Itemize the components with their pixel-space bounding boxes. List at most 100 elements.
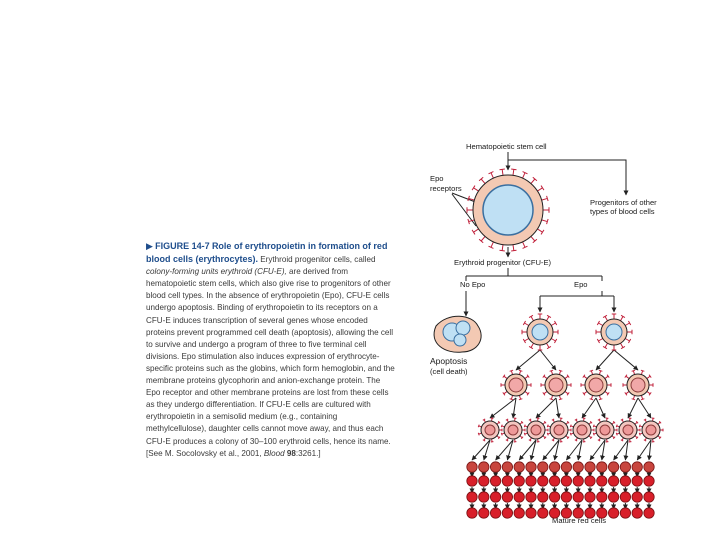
epo-receptor bbox=[537, 228, 543, 233]
epo-receptor-tip bbox=[596, 320, 600, 326]
other-progenitors-label-2: types of blood cells bbox=[590, 207, 655, 216]
mature-red-cell bbox=[584, 491, 596, 503]
epo-receptor-tip bbox=[500, 432, 503, 436]
division-arrow bbox=[555, 397, 561, 419]
epo-receptor bbox=[604, 391, 609, 395]
mature-red-cell bbox=[478, 475, 490, 487]
epo-receptor-tip bbox=[528, 439, 532, 442]
epo-receptor-tip bbox=[522, 338, 526, 344]
epo-receptor bbox=[501, 244, 504, 251]
epo-receptor-tip bbox=[497, 420, 501, 424]
epo-receptor bbox=[537, 418, 539, 422]
reticulocyte bbox=[596, 461, 608, 473]
epo-receptor-tip bbox=[574, 439, 578, 442]
division-arrow bbox=[566, 439, 583, 461]
epo-receptor-tip bbox=[478, 176, 484, 182]
epo-receptor-tip bbox=[589, 398, 594, 401]
epo-receptor-tip bbox=[497, 436, 501, 440]
epo-receptor bbox=[524, 375, 529, 379]
epo-receptor bbox=[530, 236, 536, 242]
division-arrow bbox=[518, 439, 537, 461]
division-arrow bbox=[542, 439, 560, 461]
division-arrow bbox=[471, 439, 491, 461]
epo-receptor bbox=[632, 370, 636, 375]
epo-receptor bbox=[606, 418, 608, 422]
reticulocyte bbox=[466, 461, 478, 473]
epo-receptor-tip bbox=[477, 424, 480, 428]
reticulocyte bbox=[643, 461, 655, 473]
epo-receptor-tip bbox=[589, 420, 593, 424]
epo-receptor-tip bbox=[624, 392, 628, 396]
reticulocyte bbox=[619, 461, 632, 473]
epo-receptor-tip bbox=[635, 436, 639, 440]
epo-receptor-tip bbox=[635, 420, 639, 424]
epo-receptor-tip bbox=[471, 229, 476, 235]
mature-red-cell bbox=[643, 475, 655, 487]
epo-receptor bbox=[543, 375, 548, 379]
mature-red-cell bbox=[607, 475, 620, 487]
epo-receptor-tip bbox=[606, 392, 610, 396]
epo-receptor bbox=[604, 343, 608, 348]
epo-receptor bbox=[598, 395, 602, 400]
hematopoietic-stem-cell bbox=[466, 168, 550, 252]
mature-red-cell bbox=[466, 491, 478, 503]
normoblast-nucleus bbox=[484, 424, 496, 436]
epo-receptor-tip bbox=[523, 432, 526, 436]
epo-receptor bbox=[558, 370, 562, 375]
epo-receptor bbox=[606, 438, 608, 442]
mature-red-cell bbox=[572, 507, 584, 519]
epo-receptor-tip bbox=[592, 432, 595, 436]
epo-receptor bbox=[640, 395, 644, 400]
epo-receptor bbox=[501, 169, 504, 176]
mature-red-cell bbox=[501, 475, 513, 487]
erythroid-progenitor-label: Erythroid progenitor (CFU-E) bbox=[454, 258, 552, 267]
epo-receptor-tip bbox=[589, 369, 594, 372]
caption-text-body: are derived from hematopoietic stem cell… bbox=[146, 267, 395, 458]
epo-receptor-tip bbox=[522, 245, 528, 249]
epo-receptor-tip bbox=[549, 398, 554, 401]
epo-receptor-tip bbox=[482, 439, 486, 442]
reticulocyte bbox=[513, 461, 525, 473]
epo-receptor bbox=[550, 370, 554, 375]
epo-receptor-tip bbox=[505, 418, 509, 421]
mature-red-cell bbox=[513, 491, 525, 503]
division-arrow bbox=[539, 349, 557, 371]
erythroblast-nucleus bbox=[508, 377, 524, 393]
epo-receptor-tip bbox=[620, 346, 626, 350]
epo-receptor-tip bbox=[542, 392, 546, 396]
division-arrow bbox=[535, 397, 557, 419]
epo-receptor-tip bbox=[624, 374, 628, 378]
epo-receptor bbox=[480, 178, 486, 184]
epo-receptor-tip bbox=[511, 168, 517, 171]
epo-receptor-tip bbox=[488, 171, 494, 175]
no-epo-label: No Epo bbox=[460, 280, 485, 289]
epo-receptor-tip bbox=[638, 424, 641, 428]
epo-receptor-tip bbox=[546, 424, 549, 428]
reticulocyte bbox=[607, 461, 620, 473]
epo-receptor bbox=[620, 343, 624, 348]
epo-receptor bbox=[512, 244, 515, 251]
epo-receptor-tip bbox=[546, 218, 549, 225]
reticulocyte bbox=[572, 461, 584, 473]
mature-red-cell bbox=[501, 507, 513, 519]
epo-receptor bbox=[629, 438, 631, 442]
epo-receptor bbox=[620, 316, 624, 321]
epo-receptor bbox=[560, 418, 562, 422]
epo-receptor-tip bbox=[569, 424, 572, 428]
epo-receptor-tip bbox=[499, 249, 505, 252]
epo-receptor bbox=[480, 236, 486, 242]
epo-receptor-tip bbox=[543, 420, 547, 424]
epo-receptor bbox=[541, 197, 548, 201]
epo-receptor-tip bbox=[566, 420, 570, 424]
epo-receptor-tip bbox=[558, 398, 563, 401]
cell-death-label: (cell death) bbox=[430, 367, 468, 376]
epo-receptor-tip bbox=[520, 436, 524, 440]
epo-receptor-tip bbox=[612, 436, 616, 440]
epo-receptor-tip bbox=[612, 420, 616, 424]
epo-receptor-tip bbox=[615, 432, 618, 436]
mature-red-cell bbox=[489, 507, 502, 519]
arrow-epo-split bbox=[540, 291, 614, 297]
mature-red-cell bbox=[631, 507, 643, 519]
epo-receptor bbox=[652, 438, 654, 442]
epo-receptor bbox=[530, 178, 536, 184]
